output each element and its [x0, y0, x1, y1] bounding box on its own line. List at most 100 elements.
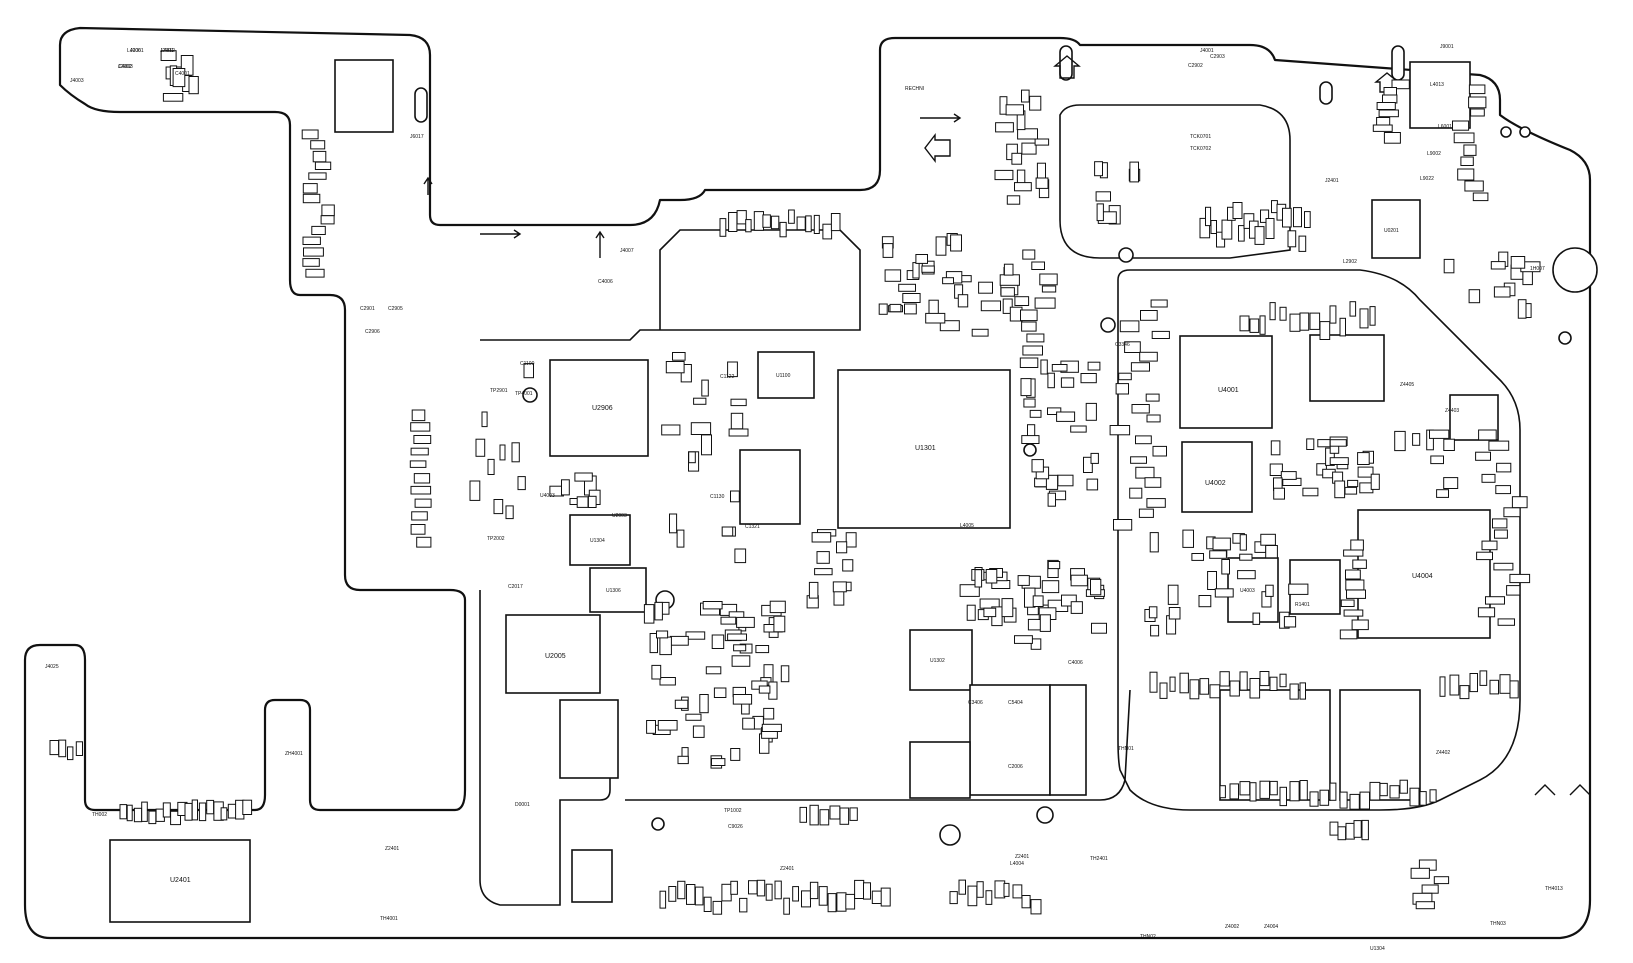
smd-component: [475, 438, 486, 457]
reference-label: TCK0701: [1190, 134, 1211, 140]
reference-label: C5404: [1008, 700, 1023, 706]
smd-component: [119, 804, 128, 820]
smd-component: [1005, 104, 1024, 116]
smd-component: [1459, 685, 1470, 700]
smd-component: [1347, 479, 1359, 488]
reference-label: C2905: [388, 306, 403, 312]
reference-label: J2401: [1325, 178, 1339, 184]
reference-label: J2001: [130, 48, 144, 54]
reference-label: TP1002: [724, 808, 742, 814]
smd-component: [1021, 321, 1037, 332]
smd-component: [818, 886, 828, 906]
reference-label: C2006: [1008, 764, 1023, 770]
smd-component: [1239, 534, 1247, 551]
smd-component: [822, 223, 833, 240]
smd-component: [783, 897, 790, 915]
smd-component: [1118, 372, 1132, 381]
smd-component: [511, 442, 520, 463]
smd-component: [719, 603, 738, 616]
smd-component: [1249, 678, 1261, 699]
smd-component: [898, 283, 917, 292]
chip-U4001: [1179, 335, 1273, 429]
smd-component: [1029, 409, 1042, 418]
smd-component: [1382, 94, 1398, 104]
small-components-layer: [49, 50, 1541, 915]
smd-component: [1159, 682, 1168, 699]
reference-label: C1321: [745, 524, 760, 530]
smd-component: [1468, 289, 1481, 304]
smd-component: [676, 529, 685, 548]
reference-label: C2017: [508, 584, 523, 590]
smd-component: [1309, 791, 1319, 807]
smd-component: [1130, 362, 1151, 372]
smd-component: [1353, 820, 1362, 838]
smd-component: [1189, 679, 1200, 700]
smd-component: [1509, 680, 1519, 699]
smd-component: [1499, 674, 1511, 694]
smd-component: [1237, 570, 1256, 580]
smd-component: [302, 236, 321, 246]
smd-component: [1389, 785, 1400, 799]
smd-component: [999, 274, 1020, 286]
smd-component: [711, 634, 725, 649]
smd-component: [302, 193, 321, 204]
smd-component: [677, 755, 689, 765]
smd-component: [1150, 624, 1160, 637]
smd-component: [141, 801, 148, 822]
smd-component: [871, 890, 883, 904]
smd-component: [925, 312, 946, 324]
smd-component: [1034, 138, 1050, 146]
reference-label: ZH4001: [285, 751, 303, 757]
smd-component: [661, 424, 681, 436]
smd-component: [1299, 312, 1310, 331]
reference-label: RECHNI: [905, 86, 924, 92]
chip-label-U1100: U1100: [776, 373, 791, 379]
smd-component: [162, 93, 184, 102]
smd-component: [1350, 539, 1364, 551]
smd-component: [1329, 782, 1337, 801]
reference-label: C1130: [710, 494, 725, 500]
smd-component: [1094, 161, 1103, 177]
smd-component: [1148, 606, 1158, 619]
smd-component: [656, 630, 669, 639]
smd-component: [1020, 378, 1032, 397]
smd-component: [753, 211, 764, 231]
smd-component: [1339, 629, 1358, 640]
smd-component: [829, 805, 841, 820]
smd-component: [980, 300, 1001, 312]
smd-component: [1383, 132, 1401, 144]
smd-component: [839, 807, 850, 825]
smd-component: [1003, 263, 1014, 276]
smd-component: [414, 498, 432, 508]
reference-label: C1100: [520, 361, 535, 367]
smd-component: [1429, 429, 1450, 439]
smd-component: [1095, 191, 1111, 202]
chip-label-U2906: U2906: [592, 405, 613, 412]
chip-label-U1306: U1306: [606, 588, 621, 594]
smd-component: [469, 480, 481, 501]
reference-label: TH2401: [1090, 856, 1108, 862]
smd-component: [1378, 109, 1399, 118]
arrow-up-1: [423, 176, 433, 195]
smd-component: [809, 804, 819, 826]
reference-label: J2902: [118, 64, 132, 70]
smd-component: [1091, 622, 1107, 634]
smd-component: [882, 243, 894, 258]
smd-component: [1344, 486, 1358, 495]
smd-component: [690, 422, 712, 436]
smd-component: [310, 140, 326, 150]
smd-component: [1229, 680, 1240, 697]
smd-component: [1376, 102, 1396, 110]
smd-component: [701, 379, 709, 397]
smd-component: [1207, 571, 1217, 590]
smd-component: [1014, 182, 1032, 192]
smd-component: [1017, 128, 1038, 140]
smd-component: [410, 447, 429, 456]
smd-component: [58, 739, 67, 758]
slot-hole-3: [1391, 45, 1405, 81]
smd-component: [1493, 562, 1514, 571]
smd-component: [1339, 317, 1346, 337]
smd-component: [1047, 492, 1056, 507]
smd-component: [811, 532, 832, 543]
